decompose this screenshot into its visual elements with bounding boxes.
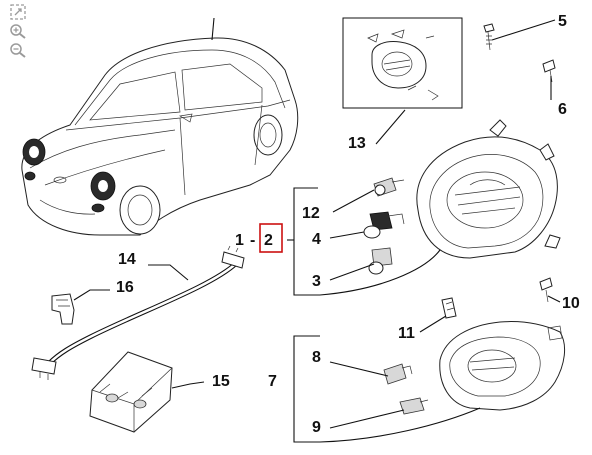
expand-icon[interactable] (8, 3, 28, 21)
selected-callout-highlight (259, 223, 283, 253)
callout-14[interactable]: 14 (118, 251, 136, 268)
leader-lines (73, 19, 561, 443)
callout-9[interactable]: 9 (312, 419, 321, 436)
callout-15[interactable]: 15 (212, 373, 230, 390)
callout-11[interactable]: 11 (398, 325, 415, 342)
inset-box-13 (342, 17, 463, 109)
callout-12[interactable]: 12 (302, 205, 320, 222)
bulb-9 (399, 397, 429, 415)
callout-16[interactable]: 16 (116, 279, 134, 296)
bulb-12 (373, 177, 405, 197)
callout-6[interactable]: 6 (558, 101, 567, 118)
clip-11 (441, 297, 457, 319)
callout-3[interactable]: 3 (312, 273, 321, 290)
bracket-16 (51, 293, 75, 325)
callout-5[interactable]: 5 (558, 13, 567, 30)
main-headlamp (416, 119, 561, 259)
callout-4[interactable]: 4 (312, 231, 321, 248)
screw-10 (539, 277, 553, 303)
callout-labels: 1 - 2 3 4 5 6 7 8 9 10 11 12 13 14 15 16 (116, 13, 580, 436)
callout-13[interactable]: 13 (348, 135, 366, 152)
callout-8[interactable]: 8 (312, 349, 321, 366)
bulb-socket-4 (363, 211, 405, 239)
bulb-kit-15 (89, 351, 173, 433)
bulb-3 (368, 247, 393, 275)
bulb-8 (383, 363, 413, 385)
zoom-out-icon[interactable] (8, 41, 28, 59)
screw-6 (542, 59, 556, 83)
callout-10[interactable]: 10 (562, 295, 580, 312)
callout-2[interactable]: 2 (264, 232, 273, 249)
diagram-toolbar (8, 3, 30, 60)
front-lamp (439, 321, 566, 411)
callout-7[interactable]: 7 (268, 373, 277, 390)
callout-1[interactable]: 1 (235, 232, 244, 249)
screw-5 (483, 23, 495, 51)
wiring-harness (31, 245, 245, 380)
zoom-in-icon[interactable] (8, 22, 28, 40)
callout-dash: - (250, 232, 255, 249)
car-illustration (21, 17, 299, 236)
